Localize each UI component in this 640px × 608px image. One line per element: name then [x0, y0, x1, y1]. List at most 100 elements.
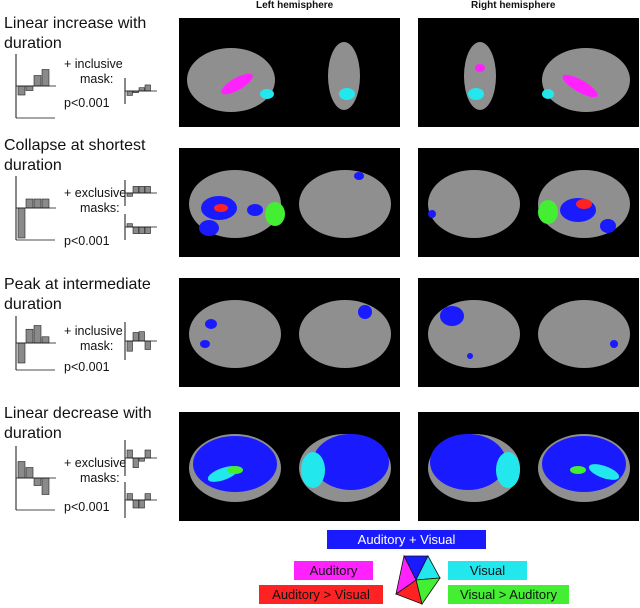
activation-auditory: [562, 74, 598, 98]
p-value: p<0.001: [64, 360, 110, 374]
profile-bar: [132, 332, 139, 342]
activation-auditory-visual: [193, 436, 277, 492]
profile-bar: [126, 192, 133, 197]
row-title-line2: duration: [4, 296, 62, 313]
profile-bar: [144, 493, 151, 501]
activation-auditory-visual: [542, 436, 626, 492]
legend-auditory-gt-visual-label: Auditory > Visual: [272, 587, 370, 602]
profile-bar: [41, 477, 50, 495]
legend-auditory-visual-label: Auditory + Visual: [357, 532, 456, 547]
profile-bar: [25, 198, 34, 209]
brain-panel-left: [179, 412, 400, 521]
profile-bar: [144, 226, 151, 234]
brain-panel-right: [418, 148, 639, 257]
mask-label: + inclusive mask:: [64, 57, 123, 87]
legend-visual-label: Visual: [469, 563, 506, 578]
activation-visual-gt-auditory: [227, 466, 243, 474]
p-value: p<0.001: [64, 234, 110, 248]
activation-auditory-visual: [247, 204, 263, 216]
mask-label-line2: mask:: [80, 72, 114, 86]
bar-profile: [15, 54, 56, 119]
mask-label: + inclusive mask:: [64, 324, 123, 354]
profile-bar: [25, 328, 34, 344]
row-title: Collapse at shortest duration: [4, 136, 145, 176]
legend-color-wheel: [395, 554, 441, 605]
profile-bar: [132, 457, 139, 468]
brain-panel-left: [179, 18, 400, 127]
brain-surface-view: [189, 434, 391, 502]
profile-bar: [17, 461, 26, 479]
p-value: p<0.001: [64, 96, 110, 110]
activation-auditory-visual: [358, 305, 372, 319]
legend-visual-gt-auditory-label: Visual > Auditory: [460, 587, 557, 602]
profile-bar: [138, 87, 145, 92]
row-title-line1: Linear decrease with: [4, 405, 152, 422]
activation-auditory-visual: [428, 210, 436, 218]
mask-label-line1: + exclusive: [64, 456, 127, 470]
brain-lateral: [187, 48, 275, 112]
bar-profile: [15, 176, 56, 241]
brain-surface-view: [428, 300, 630, 368]
profile-bar: [33, 325, 42, 344]
mask-bar-profile: [124, 440, 157, 476]
activation-visual: [468, 88, 484, 100]
legend-auditory-visual: Auditory + Visual: [327, 530, 486, 549]
brain-surface-view: [187, 42, 360, 112]
activation-visual: [542, 89, 554, 99]
profile-bar: [41, 69, 50, 87]
profile-bar: [17, 207, 26, 239]
profile-bar: [17, 85, 26, 96]
activation-visual-gt-auditory: [538, 200, 558, 224]
profile-bar: [144, 340, 151, 350]
profile-bar: [132, 226, 139, 234]
bar-profile: [15, 446, 56, 511]
mask-bar-profile: [124, 322, 157, 360]
mask-label-line2: masks:: [80, 201, 120, 215]
activation-auditory-gt-visual: [576, 199, 592, 209]
profile-bar: [132, 186, 139, 194]
profile-bar: [138, 226, 145, 234]
brain-surface-view: [428, 170, 630, 238]
mask-label-line2: mask:: [80, 339, 114, 353]
profile-bar: [25, 85, 34, 91]
brain-medial: [299, 300, 391, 368]
profile-bar: [33, 75, 42, 87]
profile-bar: [144, 449, 151, 459]
brain-panel-left: [179, 148, 400, 257]
profile-bar: [41, 336, 50, 344]
activation-auditory-visual: [430, 434, 506, 490]
mask-bar-profile: [124, 180, 157, 206]
mask-label-line2: masks:: [80, 471, 120, 485]
activation-visual: [260, 89, 274, 99]
profile-bar: [138, 457, 145, 462]
left-hemisphere-title: Left hemisphere: [256, 0, 334, 11]
brain-panel-right: [418, 278, 639, 387]
profile-bar: [33, 198, 42, 209]
right-hemisphere-title: Right hemisphere: [471, 0, 556, 11]
activation-visual: [496, 452, 520, 488]
brain-ventral: [328, 42, 360, 110]
profile-bar: [126, 90, 133, 96]
profile-bar: [33, 477, 42, 486]
activation-auditory-visual: [200, 340, 210, 348]
row-title-line2: duration: [4, 157, 62, 174]
mask-label-line1: + exclusive: [64, 186, 127, 200]
brain-surface-view: [189, 300, 391, 368]
brain-lateral: [538, 300, 630, 368]
activation-auditory-visual: [600, 219, 616, 233]
activation-visual: [301, 452, 325, 488]
activation-auditory-visual: [205, 319, 217, 329]
activation-auditory-visual: [354, 172, 364, 180]
legend-auditory-label: Auditory: [309, 563, 358, 578]
activation-auditory: [221, 73, 253, 95]
wheel-auditory: [395, 554, 417, 595]
p-value: p<0.001: [64, 500, 110, 514]
legend-auditory: Auditory: [294, 561, 373, 580]
mask-bar-profile: [124, 78, 157, 104]
profile-bar: [144, 84, 151, 92]
profile-bar: [138, 331, 145, 342]
profile-bar: [41, 198, 50, 209]
mask-label: + exclusive masks:: [64, 456, 126, 486]
brain-surface-view: [464, 42, 630, 112]
mask-bar-profile: [124, 214, 157, 240]
